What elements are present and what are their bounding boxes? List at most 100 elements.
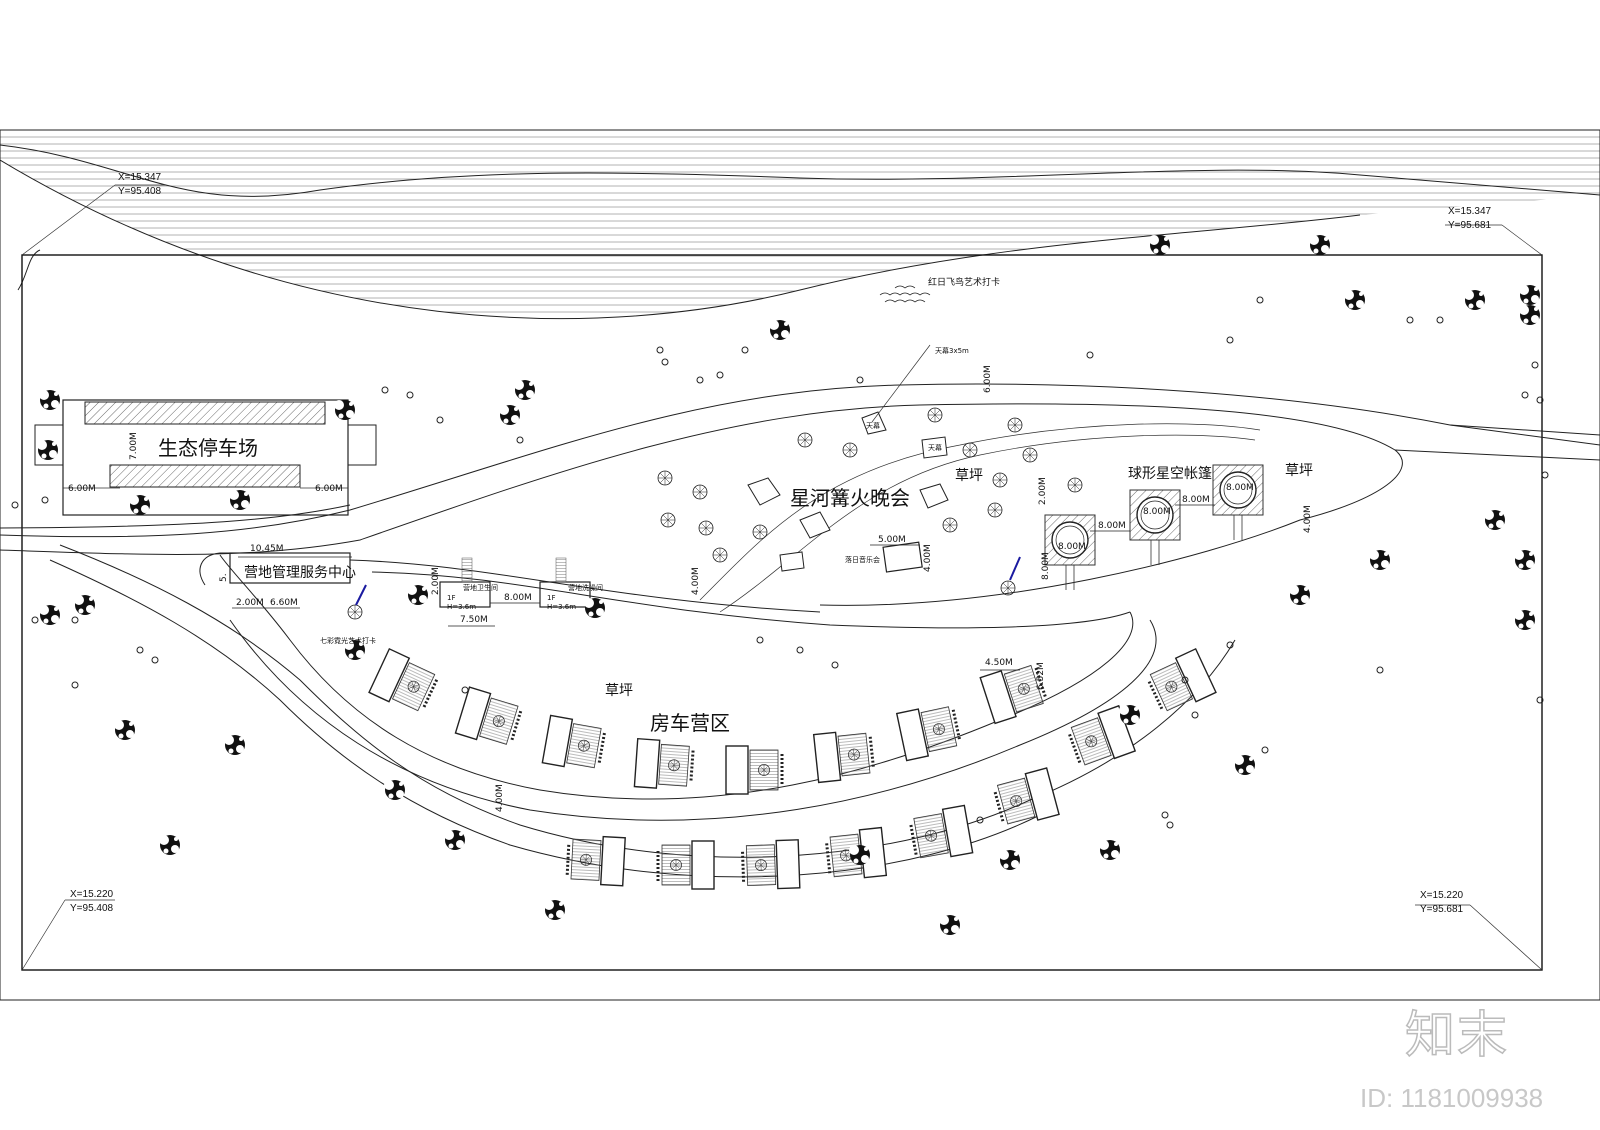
- label-shower: 营地洗澡间: [568, 583, 603, 592]
- dim-dome-size-1: 8.00M: [1058, 542, 1086, 552]
- label-canopy: 天幕3x5m: [935, 346, 969, 355]
- dim-dome-gap-2: 8.00M: [1182, 495, 1210, 505]
- dim-service-width: 10.45M: [250, 544, 284, 554]
- shrub-dot: [1086, 351, 1094, 359]
- shrub-dot: [71, 681, 79, 689]
- dim-dome-size-3: 8.00M: [1226, 483, 1254, 493]
- shrub-dot: [756, 636, 764, 644]
- canopies: [747, 411, 949, 572]
- sunset-concert-stage: [882, 541, 923, 573]
- dim-service-depth: 5.: [219, 573, 229, 582]
- dim-road-mid: 4.00M: [691, 567, 701, 595]
- shrub-dot: [1521, 391, 1529, 399]
- shrub-dot: [1166, 821, 1174, 829]
- dim-road-rv: 4.00M: [495, 784, 505, 812]
- service-center-building: [199, 552, 351, 586]
- dim-toilet-height: 2.00M: [431, 567, 441, 595]
- label-toilet: 营地卫生间: [463, 583, 498, 592]
- shrub-dot: [1226, 641, 1234, 649]
- rainbow-art: [347, 556, 1021, 620]
- label-h-a: H=3.6m: [447, 603, 476, 611]
- coord-bl-x: X=15.220: [70, 889, 114, 900]
- dim-service-left: 2.00M: [236, 598, 264, 608]
- label-lawn-right: 草坪: [1285, 463, 1313, 479]
- shrub-dot: [381, 386, 389, 394]
- site-boundary: [21, 254, 1543, 971]
- label-service-center: 营地管理服务中心: [244, 565, 356, 581]
- coord-br-x: X=15.220: [1420, 890, 1464, 901]
- shrub-dot: [976, 816, 984, 824]
- shrub-dot: [1191, 711, 1199, 719]
- label-bonfire: 星河篝火晚会: [790, 486, 910, 510]
- label-eco-parking: 生态停车场: [158, 436, 258, 460]
- label-h-b: H=3.6m: [547, 603, 576, 611]
- dim-stage-depth: 4.00M: [923, 544, 933, 572]
- eco-parking-lot: [34, 399, 377, 516]
- shrub-dot: [136, 646, 144, 654]
- shrub-dots: [11, 296, 1549, 829]
- label-lawn-center: 草坪: [955, 468, 983, 484]
- drawing-border: [0, 129, 1600, 1001]
- dim-dome-gap-1: 8.00M: [1098, 521, 1126, 531]
- shrub-dot: [31, 616, 39, 624]
- shrub-dot: [696, 376, 704, 384]
- coord-br-y: Y=95.681: [1420, 904, 1464, 915]
- watermark-logo: 知末: [1404, 1005, 1509, 1065]
- shrub-dot: [1226, 336, 1234, 344]
- shrub-dot: [1181, 676, 1189, 684]
- dim-road-right: 4.00M: [1303, 505, 1313, 533]
- shrub-dot: [1536, 696, 1544, 704]
- dimension-labels: 7.00M 6.00M 6.00M 6.00M 2.00M 4.00M 4.00…: [68, 365, 1313, 812]
- shrub-dot: [1436, 316, 1444, 324]
- dim-dome-side: 8.00M: [1041, 552, 1051, 580]
- shrub-dot: [831, 661, 839, 669]
- coord-tr-x: X=15.347: [1448, 206, 1492, 217]
- shrub-dot: [71, 616, 79, 624]
- shrub-dot: [151, 656, 159, 664]
- dim-stage-width: 5.00M: [878, 535, 906, 545]
- label-canopy-a: 天幕: [866, 421, 880, 430]
- dim-rv-pad-width: 4.50M: [985, 658, 1013, 668]
- shrub-dot: [1406, 316, 1414, 324]
- watermark-id: ID: 1181009938: [1360, 1083, 1544, 1113]
- label-dome-tents: 球形星空帐篷: [1128, 466, 1212, 482]
- shrub-dot: [1376, 666, 1384, 674]
- label-canopy-b: 天幕: [928, 443, 942, 452]
- shrub-dot: [1161, 811, 1169, 819]
- shrub-dot: [741, 346, 749, 354]
- dim-parking-right: 6.00M: [315, 484, 343, 494]
- label-rainbow: 七彩霓光艺术打卡: [320, 636, 376, 645]
- shrub-dot: [1261, 746, 1269, 754]
- label-rv-area: 房车营区: [650, 711, 730, 735]
- rv-sites: [369, 649, 1216, 890]
- dim-rv-pad-depth: 6.52M: [1036, 662, 1046, 690]
- shrub-dot: [11, 501, 19, 509]
- toilet-building: [439, 557, 491, 608]
- dim-parking-width: 7.00M: [129, 432, 139, 460]
- shrub-dot: [516, 436, 524, 444]
- label-1f-a: 1F: [447, 594, 455, 602]
- shrub-dot: [796, 646, 804, 654]
- shrub-dot: [436, 416, 444, 424]
- label-lawn-rv: 草坪: [605, 683, 633, 699]
- dim-service-right: 6.60M: [270, 598, 298, 608]
- sun-bird-art: [879, 285, 931, 303]
- dim-toilet-gap: 8.00M: [504, 593, 532, 603]
- coord-tl-x: X=15.347: [118, 172, 162, 183]
- shrub-dot: [1536, 396, 1544, 404]
- dim-road-top: 6.00M: [983, 365, 993, 393]
- label-sun-bird: 红日飞鸟艺术打卡: [928, 276, 1000, 288]
- dimension-lines: [232, 504, 1215, 671]
- shrub-dot: [656, 346, 664, 354]
- shrub-dot: [856, 376, 864, 384]
- label-sunset-concert: 落日音乐会: [845, 555, 880, 564]
- dim-path-center: 2.00M: [1038, 477, 1048, 505]
- shrub-dot: [661, 358, 669, 366]
- coord-tr-y: Y=95.681: [1448, 220, 1492, 231]
- shrub-dot: [41, 496, 49, 504]
- dim-parking-left: 6.00M: [68, 484, 96, 494]
- dim-toilet-width: 7.50M: [460, 615, 488, 625]
- coord-bl-y: Y=95.408: [70, 903, 114, 914]
- trees: [37, 235, 1540, 935]
